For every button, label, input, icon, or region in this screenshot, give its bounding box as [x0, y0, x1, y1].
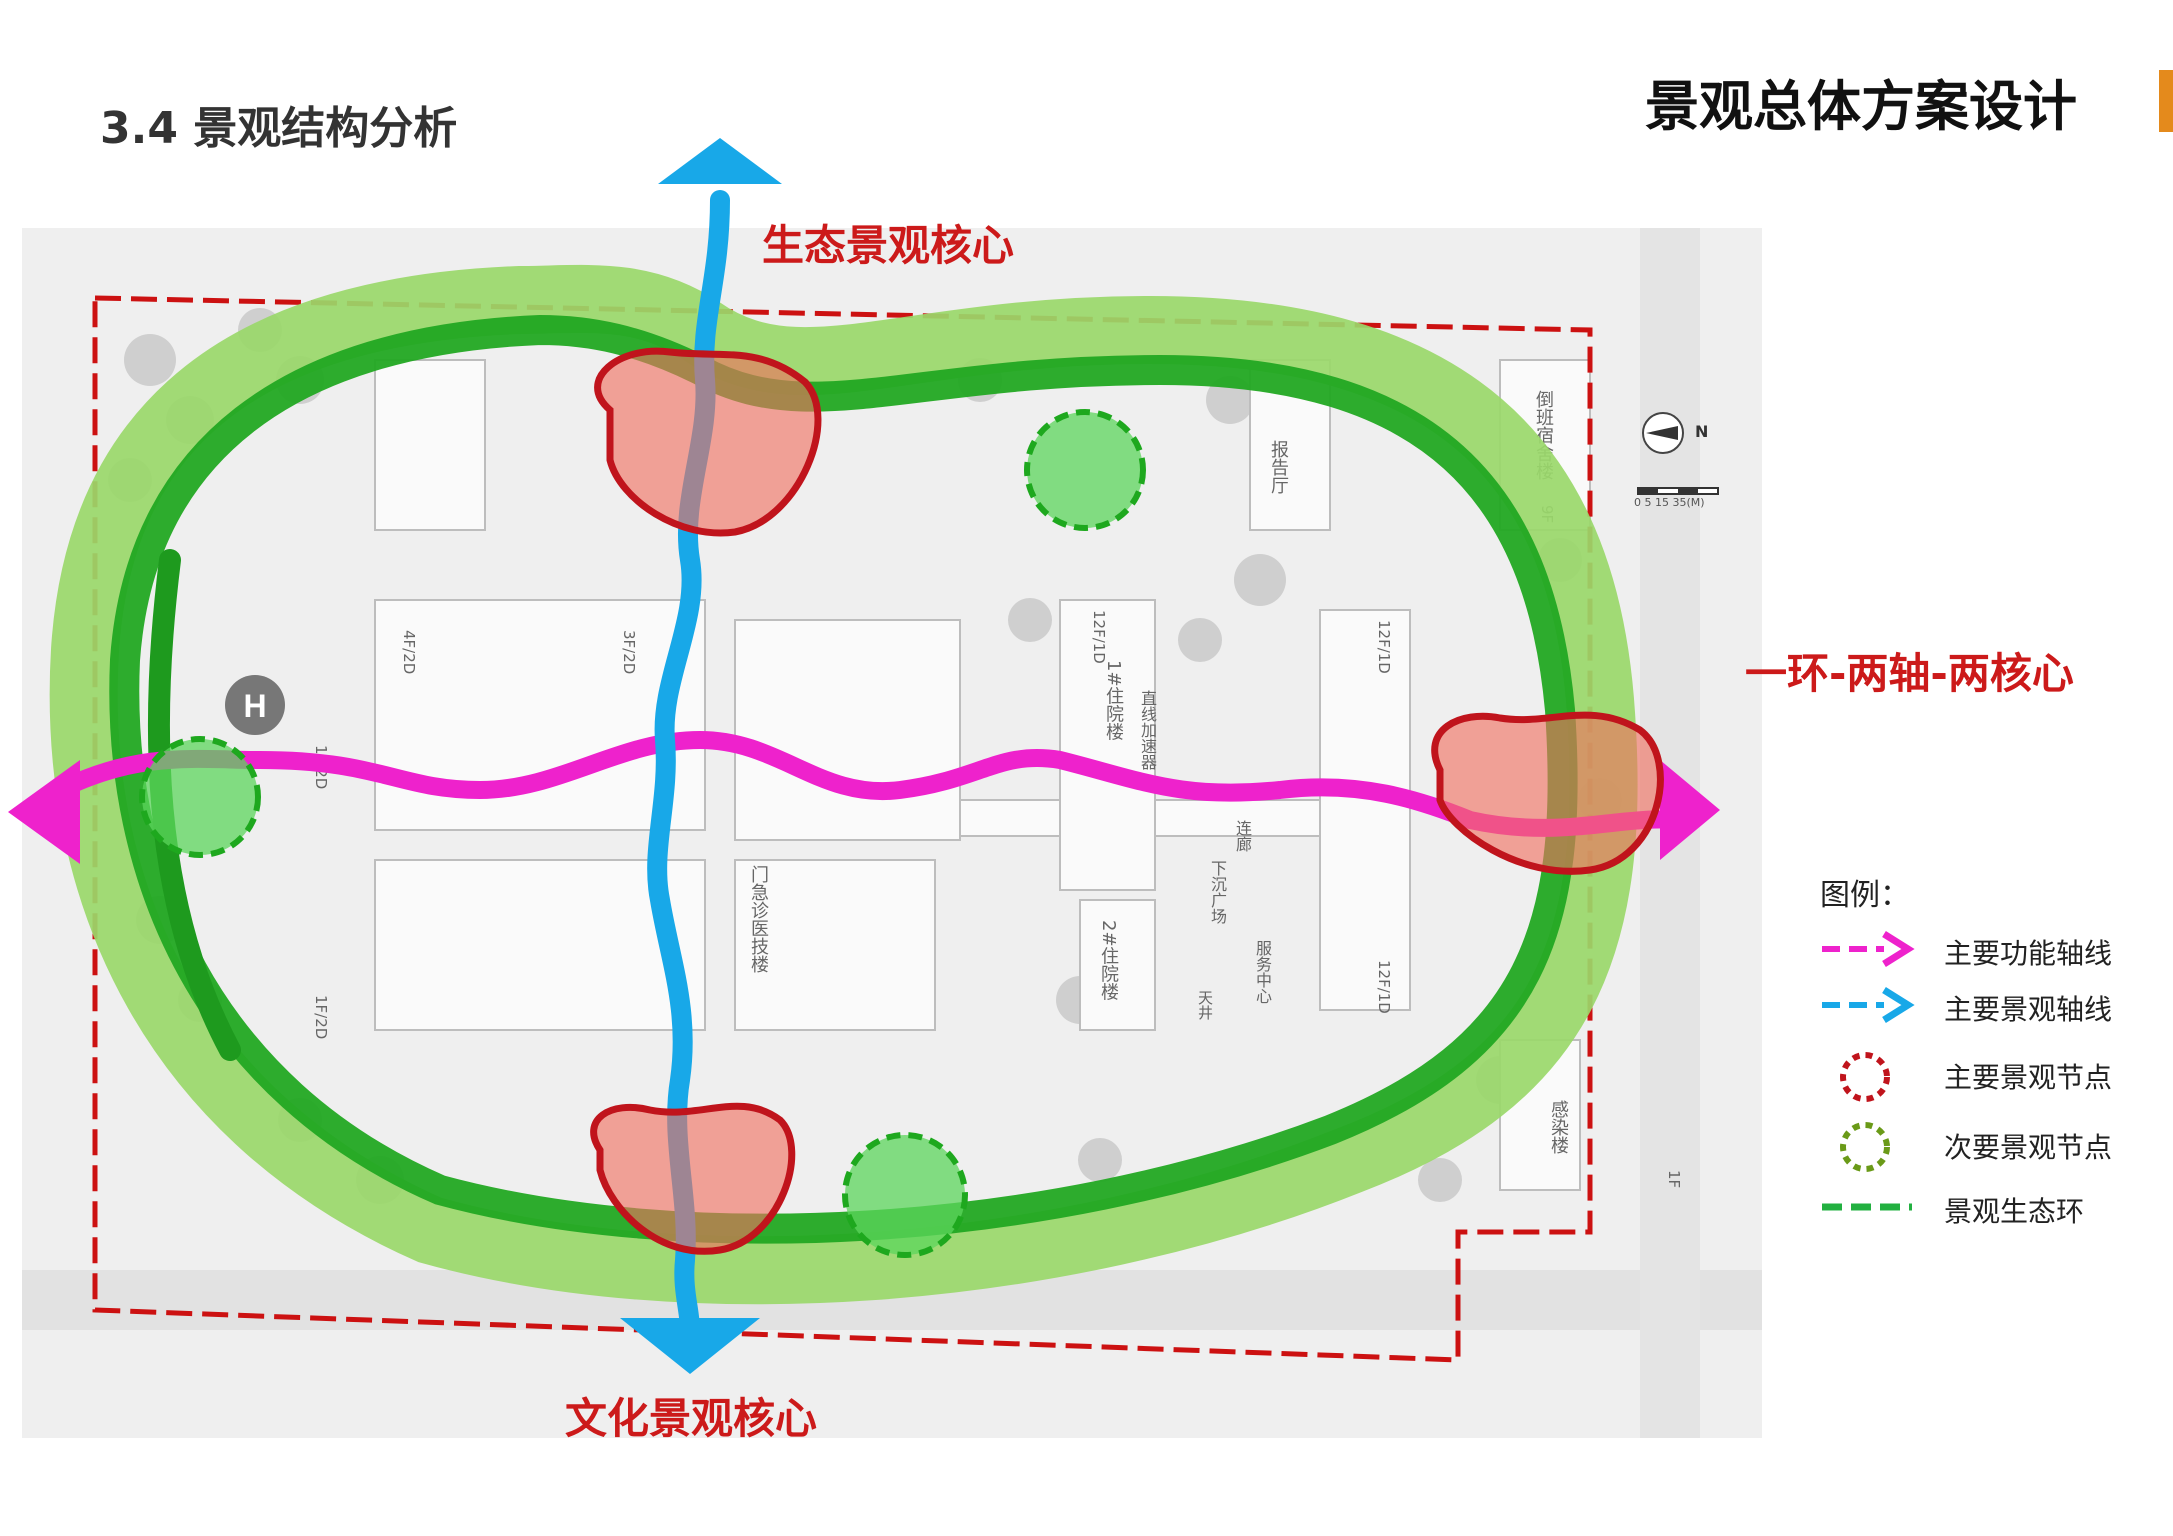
legend-label-main-node: 主要景观节点 [1944, 1061, 2113, 1094]
main-node-north [594, 347, 822, 537]
building-label-infection: 感染楼 [1548, 1100, 1569, 1154]
page-header-title: 景观总体方案设计 [1645, 75, 2077, 138]
function-axis-line [51, 730, 1689, 837]
eco-ring-outer-band [49, 264, 1638, 1305]
building-label-accelerator: 直线加速器 [1138, 690, 1157, 770]
header-accent-bar [2159, 70, 2173, 132]
secondary-node-south [842, 1132, 968, 1258]
building-label-service-center: 服务中心 [1253, 940, 1272, 1004]
building-label-sunken-plaza: 下沉广场 [1208, 860, 1227, 924]
secondary-node-north [1024, 409, 1146, 531]
building-label-inpatient-1: 1#住院楼 [1103, 660, 1124, 741]
helipad-icon [225, 675, 285, 735]
dashed-line-icon [1822, 1203, 1912, 1211]
building-label-courtyard: 天井 [1196, 990, 1214, 1020]
landscape-axis-south-arrowhead-icon [620, 1318, 760, 1374]
legend-item-main-node: 主要景观节点 [1820, 1050, 2150, 1102]
building-label-floors-a: 12F/1D [1090, 610, 1108, 664]
dashed-arrow-icon [1822, 931, 1915, 967]
legend-label-function-axis: 主要功能轴线 [1944, 937, 2113, 970]
legend-label-eco-ring: 景观生态环 [1944, 1195, 2085, 1228]
section-title: 3.4 景观结构分析 [100, 103, 458, 154]
legend-title: 图例： [1820, 878, 1910, 913]
structure-summary-label: 一环-两轴-两核心 [1745, 649, 2074, 698]
function-axis-west-arrowhead-icon [8, 760, 80, 864]
north-arrow-pointer [1646, 426, 1678, 440]
main-node-east [1431, 711, 1664, 875]
building-label-floors-c: 12F/1D [1375, 960, 1393, 1014]
legend-item-function-axis: 主要功能轴线 [1820, 926, 2150, 976]
eco-ring-inner-band [109, 314, 1578, 1244]
landscape-axis-north-arrowhead-icon [658, 138, 782, 184]
main-node-south [590, 1102, 796, 1255]
building-label-inpatient-2: 2#住院楼 [1098, 920, 1119, 1001]
culture-core-label: 文化景观核心 [565, 1394, 818, 1443]
building-label-floors-d: 3F/2D [620, 630, 638, 675]
function-axis-east-arrowhead-icon [1660, 760, 1720, 860]
building-label-corridor: 连廊 [1233, 820, 1252, 852]
legend-item-eco-ring: 景观生态环 [1820, 1184, 2150, 1234]
dashed-arrow-icon [1822, 987, 1915, 1023]
building-label-lecture-hall: 报告厅 [1268, 440, 1289, 494]
dotted-circle-icon [1840, 1052, 1890, 1102]
building-label-floors-e: 4F/2D [400, 630, 418, 675]
eco-core-label: 生态景观核心 [762, 221, 1015, 270]
site-boundary [92, 295, 1593, 1363]
legend-item-landscape-axis: 主要景观轴线 [1820, 982, 2150, 1032]
helipad-letter: H [243, 688, 266, 724]
dotted-circle-icon [1840, 1122, 1890, 1172]
building-label-floors-g: 1F/2D [312, 995, 330, 1040]
legend-label-landscape-axis: 主要景观轴线 [1944, 993, 2113, 1026]
secondary-node-west [139, 736, 261, 858]
building-label-floors-h: 1F [1665, 1170, 1683, 1189]
north-label: N [1695, 422, 1709, 441]
legend-item-secondary-node: 次要景观节点 [1820, 1120, 2150, 1172]
legend-label-secondary-node: 次要景观节点 [1944, 1131, 2113, 1164]
building-label-floors-b: 12F/1D [1375, 620, 1393, 674]
building-label-outpatient: 门急诊医技楼 [748, 865, 769, 973]
scale-labels: 0 5 15 35(M) [1634, 496, 1705, 509]
